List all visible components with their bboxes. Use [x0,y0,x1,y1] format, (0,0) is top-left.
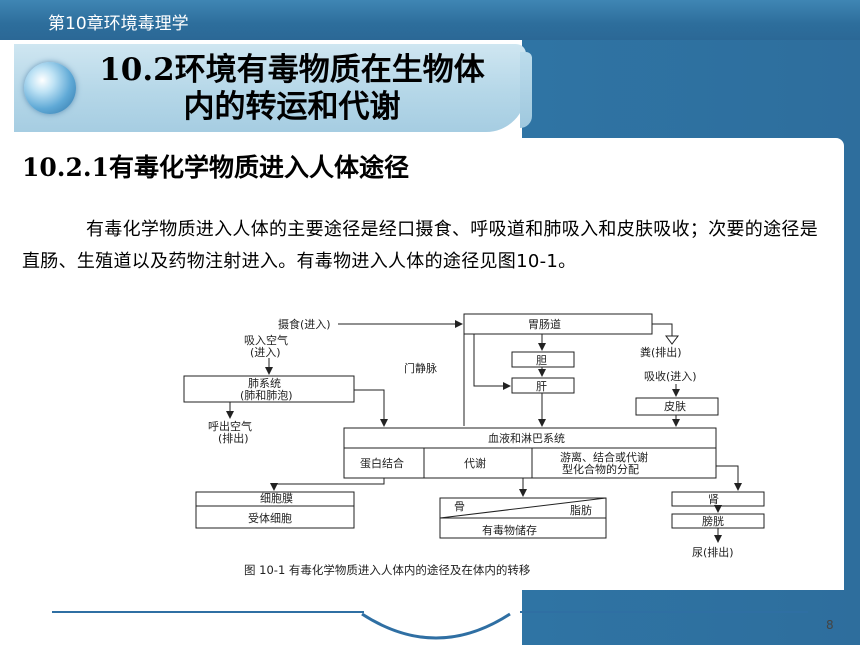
label-skin: 皮肤 [664,399,686,413]
chapter-title: 第10章环境毒理学 [48,14,189,34]
label-absorb: 吸收(进入) [644,369,697,383]
label-bone: 骨 [454,500,465,513]
label-ingest: 摄食(进入) [278,317,331,331]
slide-title-line2: 内的转运和代谢 [183,89,401,125]
blood-subdivision-box [343,447,717,479]
footer-arc [361,612,511,640]
label-gallbladder: 胆 [536,354,547,367]
label-exhale-2: (排出) [218,431,249,445]
gallbladder-box [511,351,575,368]
label-portal-vein: 门静脉 [404,361,437,375]
label-fat: 脂肪 [570,503,592,517]
label-distribution-2: 型化合物的分配 [562,462,639,476]
label-metabolism: 代谢 [464,456,486,470]
slide-title-line1: 10.2环境有毒物质在生物体 [99,52,485,88]
footer-line-left [52,611,364,613]
label-inhale-1: 吸入空气 [244,333,288,347]
pathway-diagram: 摄食(进入) 胃肠道 粪(排出) 吸入空气 (进入) 肺系统 (肺和肺泡) 呼出… [183,313,765,577]
body-paragraph: 有毒化学物质进入人体的主要途径是经口摄食、呼吸道和肺吸入和皮肤吸收；次要的途径是… [22,219,818,272]
label-lung-2: (肺和肺泡) [240,388,293,402]
diagram-labels: 摄食(进入) 胃肠道 粪(排出) 吸入空气 (进入) 肺系统 (肺和肺泡) 呼出… [208,317,734,577]
label-exhale-1: 呼出空气 [208,419,252,433]
pathway-figure: 摄食(进入) 胃肠道 粪(排出) 吸入空气 (进入) 肺系统 (肺和肺泡) 呼出… [178,306,778,582]
label-distribution-1: 游离、结合或代谢 [560,450,648,464]
label-protein-binding: 蛋白结合 [360,456,404,470]
label-storage: 有毒物储存 [482,523,537,537]
content-area [14,138,844,590]
title-band [14,44,532,132]
figure-caption: 图 10-1 有毒化学物质进入人体内的途径及在体内的转移 [244,563,531,577]
section-heading: 10.2.1有毒化学物质进入人体途径 [22,153,409,182]
lung-box [183,375,355,403]
label-blood-lymph: 血液和淋巴系统 [488,431,565,445]
label-bladder: 膀胱 [702,514,724,528]
liver-box [511,377,575,394]
label-feces: 粪(排出) [640,345,682,359]
label-gi-tract: 胃肠道 [528,317,561,331]
label-urine: 尿(排出) [692,545,734,559]
label-kidney: 肾 [708,493,719,506]
membrane-box [195,491,355,529]
label-membrane: 细胞膜 [260,492,293,505]
label-inhale-2: (进入) [250,346,281,359]
skin-box [635,397,719,416]
header-bar: 第10章环境毒理学 [0,0,860,40]
label-receptor: 受体细胞 [248,511,292,525]
label-lung-1: 肺系统 [248,377,281,390]
label-liver: 肝 [536,380,547,393]
slide-title: 10.2环境有毒物质在生物体 内的转运和代谢 [64,52,520,126]
page-number: 8 [826,618,834,632]
footer-line-right [520,611,808,613]
orb-icon [24,62,76,114]
